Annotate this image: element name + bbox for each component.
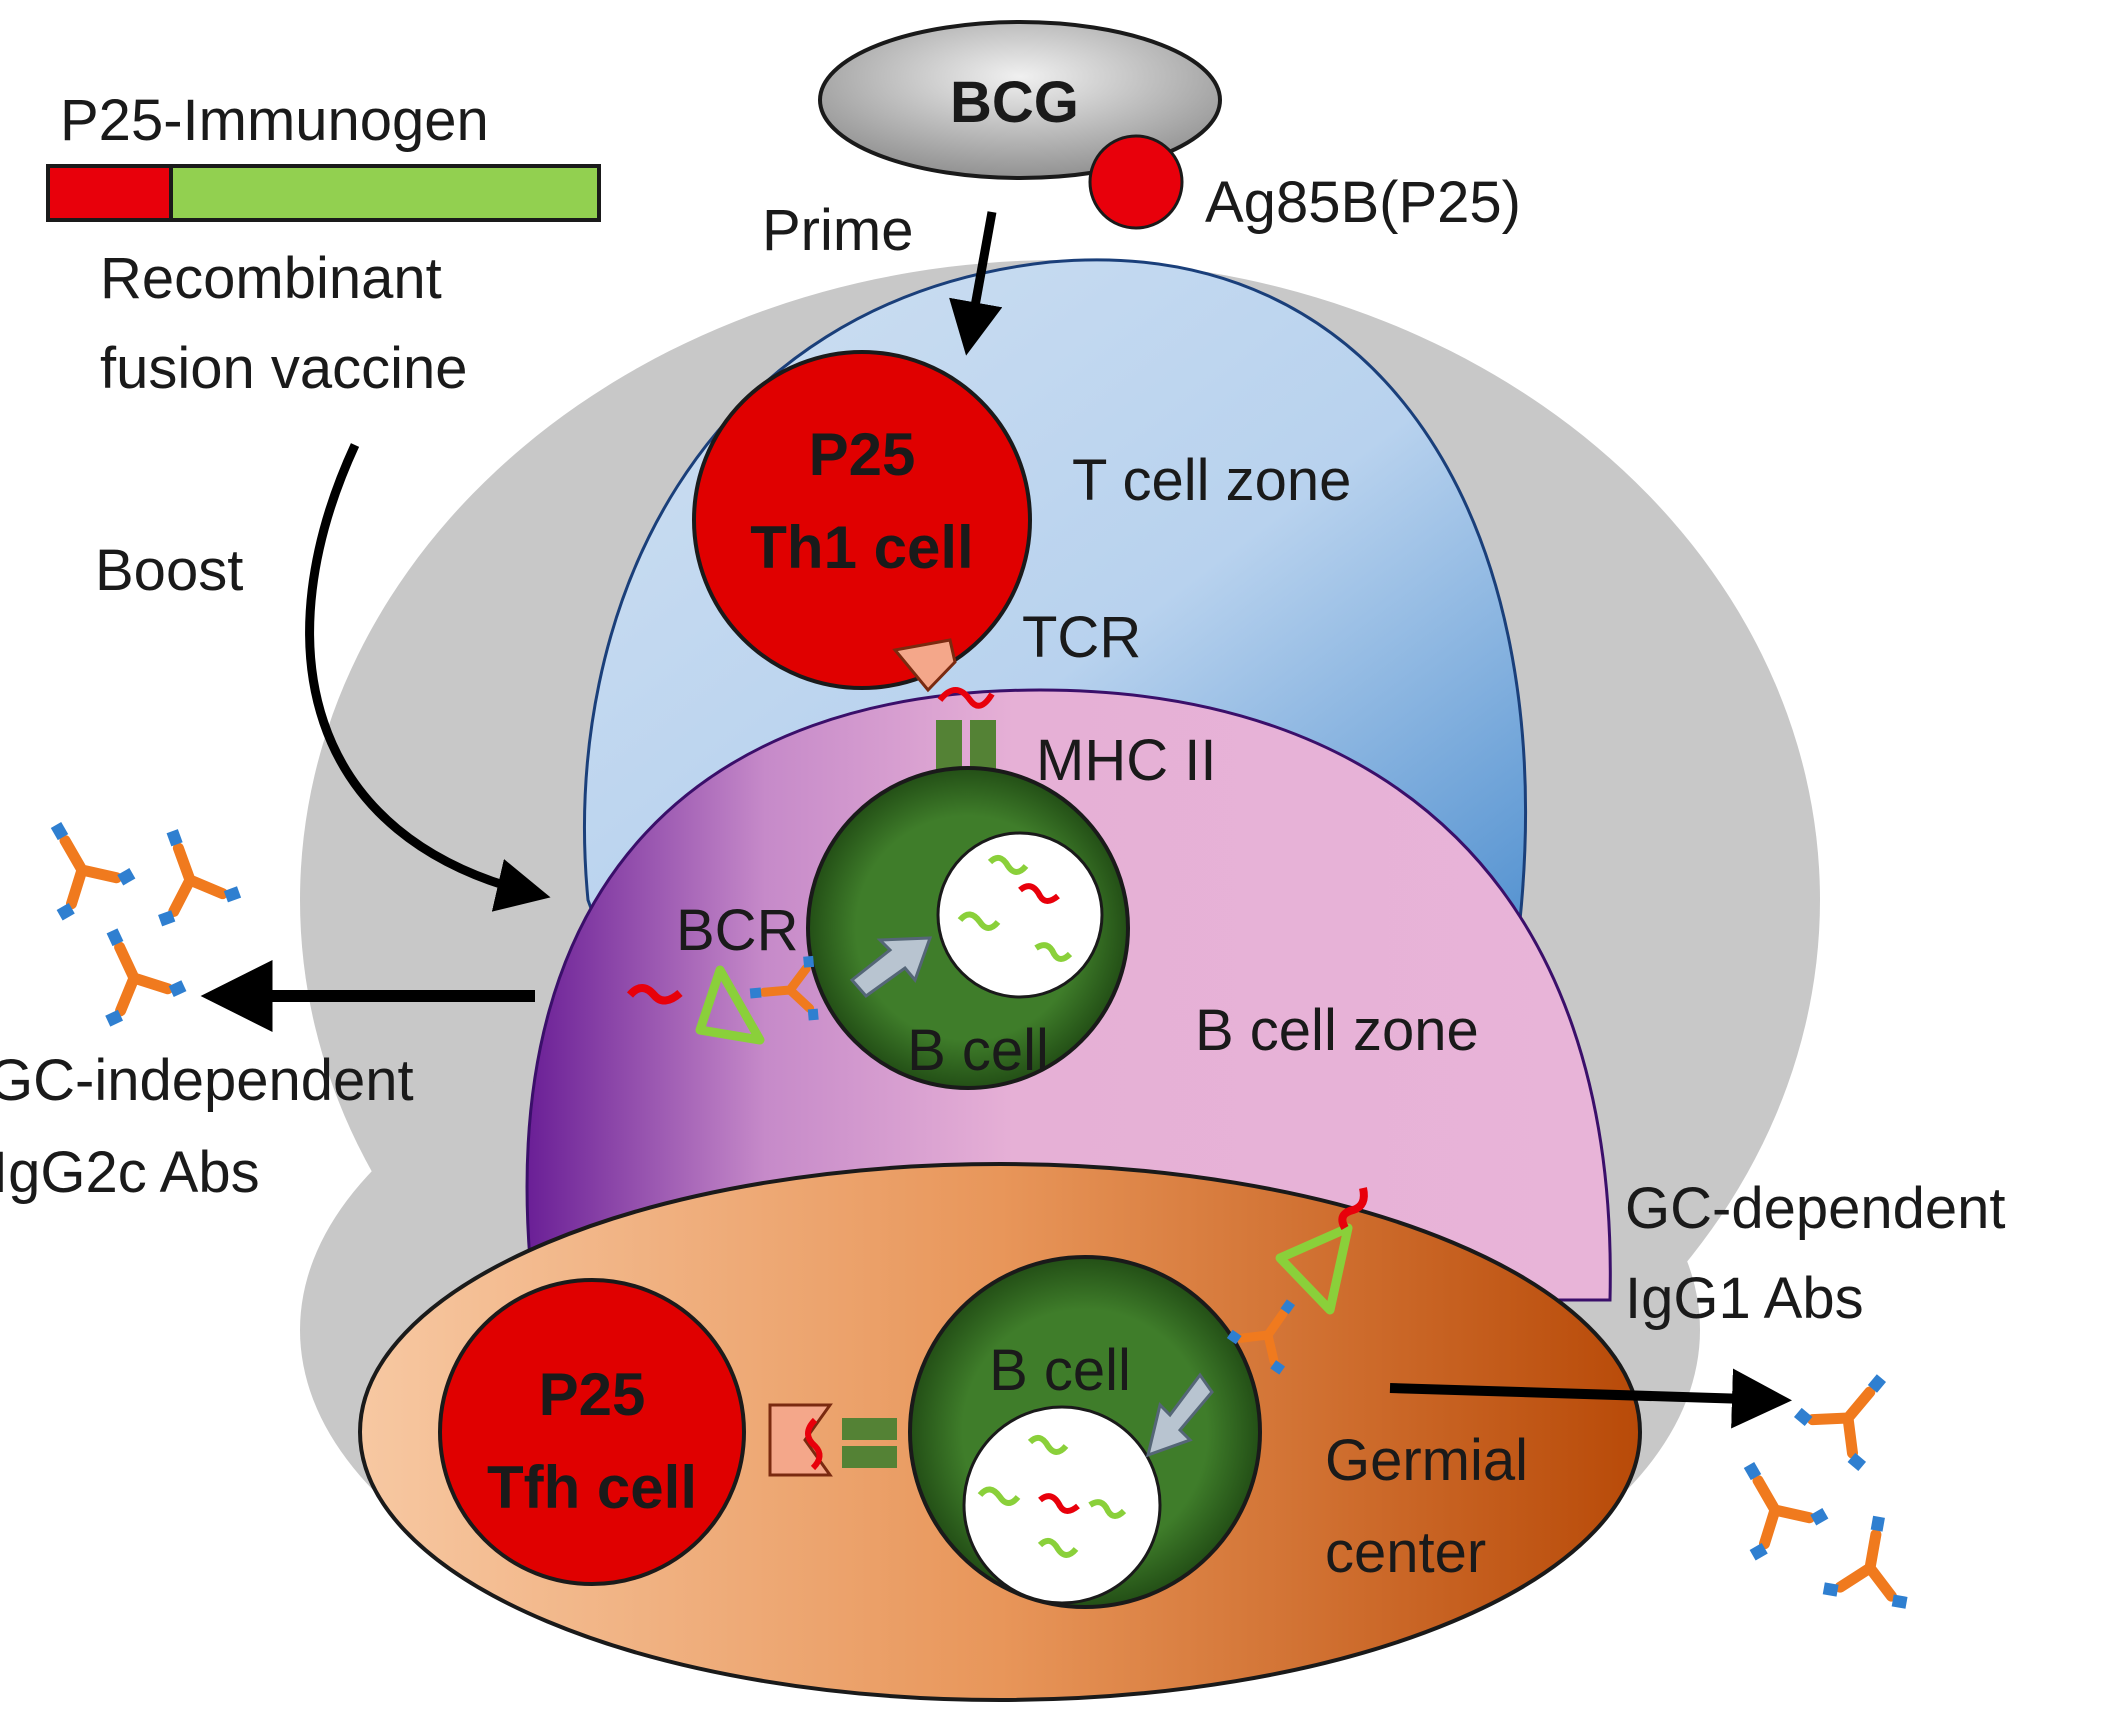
b-cell-zone-label: B cell zone <box>1195 998 1479 1063</box>
internalization-arrow-lower <box>1145 1372 1214 1458</box>
bcr-label: BCR <box>676 898 798 963</box>
recombinant-label: Recombinant <box>100 246 442 311</box>
th1-label-bottom: Th1 cell <box>750 514 973 581</box>
boost-label: Boost <box>95 538 243 603</box>
bcg-label: BCG <box>950 70 1079 135</box>
boost-arrow <box>305 443 551 912</box>
tcr-label: TCR <box>1022 605 1141 670</box>
gc-dependent-label-2: IgG1 Abs <box>1625 1266 1864 1331</box>
mhc-ii-lower <box>842 1418 897 1468</box>
gc-independent-label-2: IgG2c Abs <box>0 1140 260 1205</box>
tfh-cell <box>438 1278 833 1586</box>
b-cell-lower <box>908 1255 1262 1609</box>
fusion-vaccine-label: fusion vaccine <box>100 336 468 401</box>
bcg-bacterium <box>818 20 1222 230</box>
gc-dependent-label-1: GC-dependent <box>1625 1176 2005 1241</box>
b-cell-upper-label: B cell <box>907 1018 1049 1083</box>
tcr-receptor <box>892 638 957 693</box>
th1-cell <box>692 350 1032 693</box>
igg2c-antibodies <box>20 804 241 1027</box>
tfh-label-bottom: Tfh cell <box>487 1454 697 1521</box>
tfh-label-top: P25 <box>539 1361 646 1428</box>
t-cell-zone-label: T cell zone <box>1072 448 1351 513</box>
mhc-label: MHC II <box>1036 728 1216 793</box>
b-cell-upper <box>806 766 1130 1090</box>
bcr-antigen-complex-lower <box>1227 1187 1368 1375</box>
b-cell-lower-label: B cell <box>989 1338 1131 1403</box>
prime-arrow <box>949 211 1003 356</box>
germinal-center-label-2: center <box>1325 1520 1486 1585</box>
ag85b-antigen <box>1088 134 1184 230</box>
immunogen-title: P25-Immunogen <box>60 88 489 153</box>
bcr-antigen-complex <box>626 956 819 1045</box>
internalization-arrow-upper <box>849 936 933 999</box>
prime-label: Prime <box>762 198 913 263</box>
gc-dependent-arrow <box>1389 1368 1792 1429</box>
ag85b-label: Ag85B(P25) <box>1205 170 1521 235</box>
igg1-antibodies <box>1713 1351 1921 1609</box>
gc-independent-label-1: GC-independent <box>0 1048 414 1113</box>
immunogen-bar <box>46 164 601 222</box>
germinal-center-label-1: Germial <box>1325 1428 1528 1493</box>
th1-label-top: P25 <box>809 421 916 488</box>
